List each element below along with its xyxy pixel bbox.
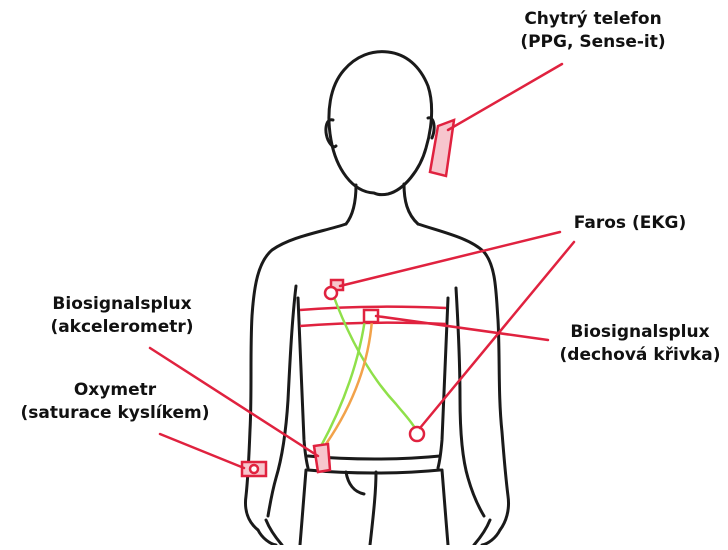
body-outline	[246, 52, 509, 545]
ecg-electrode-top	[325, 287, 337, 299]
label-oximeter-line1: Oxymetr	[0, 379, 230, 402]
left-hand	[258, 520, 282, 545]
label-faros-line1: Faros (EKG)	[555, 212, 705, 235]
right-arm-inner	[456, 288, 484, 516]
label-respiration-line2: (dechová křivka)	[545, 344, 728, 367]
devices	[242, 120, 454, 476]
label-respiration: Biosignalsplux (dechová křivka)	[545, 321, 728, 367]
accelerometer-device	[314, 444, 330, 472]
label-faros: Faros (EKG)	[555, 212, 705, 235]
label-accelerometer-line2: (akcelerometr)	[22, 316, 222, 339]
trouser-pocket	[346, 472, 364, 494]
label-smartphone: Chytrý telefon (PPG, Sense-it)	[493, 8, 693, 54]
leader-respiration	[376, 316, 548, 340]
ecg-electrode-bottom	[410, 427, 424, 441]
leader-faros-top	[340, 232, 560, 286]
leader-oximeter	[160, 434, 244, 468]
head-outline	[329, 52, 432, 195]
label-oximeter: Oxymetr (saturace kyslíkem)	[0, 379, 230, 425]
label-smartphone-line1: Chytrý telefon	[493, 8, 693, 31]
label-respiration-line1: Biosignalsplux	[545, 321, 728, 344]
left-arm-inner	[268, 286, 296, 516]
label-accelerometer: Biosignalsplux (akcelerometr)	[22, 293, 222, 339]
leader-phone	[448, 64, 562, 130]
oximeter-sensor	[250, 465, 258, 473]
left-arm-outer	[246, 224, 347, 530]
trouser-right	[442, 470, 448, 545]
label-smartphone-line2: (PPG, Sense-it)	[493, 31, 693, 54]
right-hand	[474, 520, 500, 545]
neck-right	[404, 184, 418, 224]
label-oximeter-line2: (saturace kyslíkem)	[0, 402, 230, 425]
trouser-left	[300, 470, 306, 545]
trouser-fly	[370, 472, 376, 545]
torso-left-side	[298, 298, 308, 468]
neck-left	[346, 185, 356, 224]
label-accelerometer-line1: Biosignalsplux	[22, 293, 222, 316]
